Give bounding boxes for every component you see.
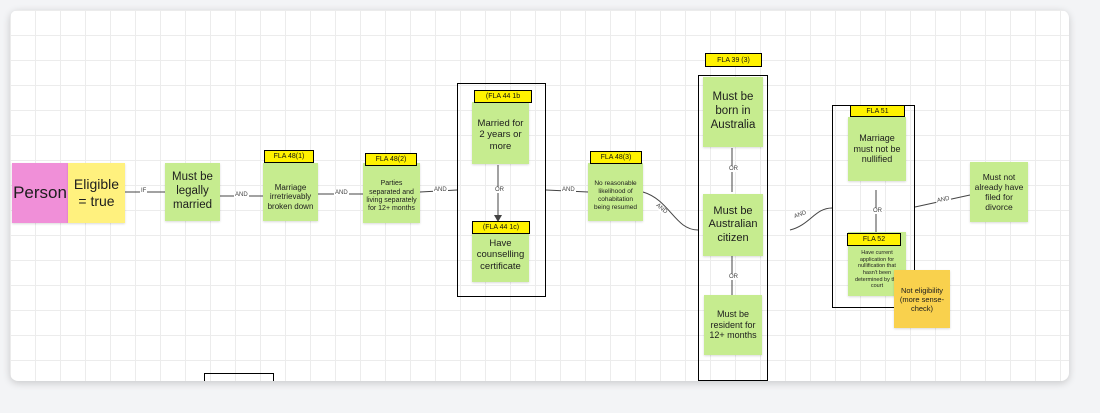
- not-eligibility-note[interactable]: Not eligibility (more sense-check): [894, 270, 950, 328]
- tag-fla-44-1c-text: (FLA 44 1c): [482, 224, 520, 231]
- born-australia-note[interactable]: Must be born in Australia: [703, 77, 763, 147]
- label-and-3: AND: [433, 187, 448, 193]
- not-eligibility-text: Not eligibility (more sense-check): [899, 285, 945, 313]
- person-note[interactable]: Person: [12, 163, 68, 223]
- whiteboard-canvas[interactable]: Person Eligible = true Must be legally m…: [10, 10, 1069, 381]
- separated-text: Parties separated and living separately …: [366, 180, 417, 213]
- cohabitation-text: No reasonable likelihood of cohabitation…: [594, 180, 637, 211]
- legally-married-text: Must be legally married: [172, 171, 213, 211]
- tag-fla-48-3[interactable]: FLA 48(3): [590, 151, 642, 164]
- eligible-note[interactable]: Eligible = true: [68, 163, 125, 223]
- tag-fla-44-1b-text: (FLA 44 1b: [485, 93, 521, 100]
- label-and-2: AND: [334, 190, 349, 196]
- tag-fla-44-1b[interactable]: (FLA 44 1b: [474, 90, 532, 103]
- frame-marriage-duration: [457, 83, 546, 297]
- tag-fla-39-3[interactable]: FLA 39 (3): [705, 53, 762, 67]
- label-or-3: OR: [728, 274, 739, 280]
- resident-text: Must be resident for 12+ months: [709, 308, 757, 341]
- person-text: Person: [13, 182, 67, 202]
- tag-fla-48-2[interactable]: FLA 48(2): [365, 153, 417, 166]
- arrowhead-icon: [494, 215, 502, 222]
- not-filed-divorce-text: Must not already have filed for divorce: [974, 171, 1024, 213]
- tag-fla-51-text: FLA 51: [866, 107, 889, 115]
- tag-fla-51[interactable]: FLA 51: [850, 105, 905, 117]
- cohabitation-note[interactable]: No reasonable likelihood of cohabitation…: [588, 163, 643, 221]
- connector-and-5: [642, 191, 699, 231]
- married-2-years-text: Married for 2 years or more: [477, 117, 524, 152]
- label-and-1: AND: [234, 192, 249, 198]
- tag-fla-52[interactable]: FLA 52: [847, 233, 901, 246]
- tag-fla-48-2-text: FLA 48(2): [375, 156, 407, 163]
- born-australia-text: Must be born in Australia: [710, 91, 756, 131]
- married-2-years-note[interactable]: Married for 2 years or more: [472, 102, 529, 164]
- frame-citizenship: [698, 75, 768, 381]
- tag-fla-39-3-text: FLA 39 (3): [717, 56, 750, 64]
- tag-fla-44-1c[interactable]: (FLA 44 1c): [472, 221, 530, 234]
- label-or-1: OR: [494, 187, 505, 193]
- tag-fla-48-1[interactable]: FLA 48(1): [264, 150, 314, 163]
- label-if: IF: [140, 188, 148, 194]
- not-nullified-text: Marriage must not be nullified: [853, 132, 901, 165]
- nullification-app-text: Have current application for nullificati…: [854, 250, 900, 290]
- label-or-4: OR: [872, 208, 883, 214]
- tag-fla-48-3-text: FLA 48(3): [600, 154, 632, 161]
- resident-note[interactable]: Must be resident for 12+ months: [704, 295, 762, 355]
- australian-citizen-text: Must be Australian citizen: [708, 205, 758, 244]
- tag-fla-52-text: FLA 52: [862, 236, 886, 243]
- label-and-4: AND: [561, 187, 576, 193]
- australian-citizen-note[interactable]: Must be Australian citizen: [703, 194, 763, 256]
- label-or-2: OR: [728, 166, 739, 172]
- not-nullified-note[interactable]: Marriage must not be nullified: [848, 117, 906, 181]
- legally-married-note[interactable]: Must be legally married: [165, 163, 220, 221]
- tag-fla-48-1-text: FLA 48(1): [273, 153, 305, 160]
- separated-note[interactable]: Parties separated and living separately …: [363, 163, 420, 223]
- counselling-text: Have counselling certificate: [476, 237, 525, 272]
- not-filed-divorce-note[interactable]: Must not already have filed for divorce: [970, 162, 1028, 222]
- irretrievable-note[interactable]: Marriage irretrievably broken down: [263, 163, 318, 221]
- eligible-text: Eligible = true: [73, 176, 120, 209]
- irretrievable-text: Marriage irretrievably broken down: [267, 182, 314, 211]
- connector-and-6: [789, 207, 833, 231]
- frame-partial-bottom: [204, 373, 274, 381]
